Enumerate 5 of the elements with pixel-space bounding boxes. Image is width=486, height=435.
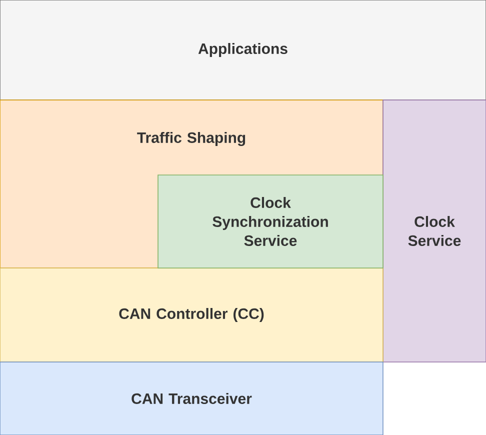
layer-box: Clock Synchronization Service: [158, 174, 384, 268]
layer-box: CAN Controller (CC): [0, 268, 384, 362]
layer-box: Clock Service: [382, 100, 486, 362]
layer-box: CAN Transceiver: [0, 362, 384, 435]
layer-box: Applications: [0, 0, 486, 100]
